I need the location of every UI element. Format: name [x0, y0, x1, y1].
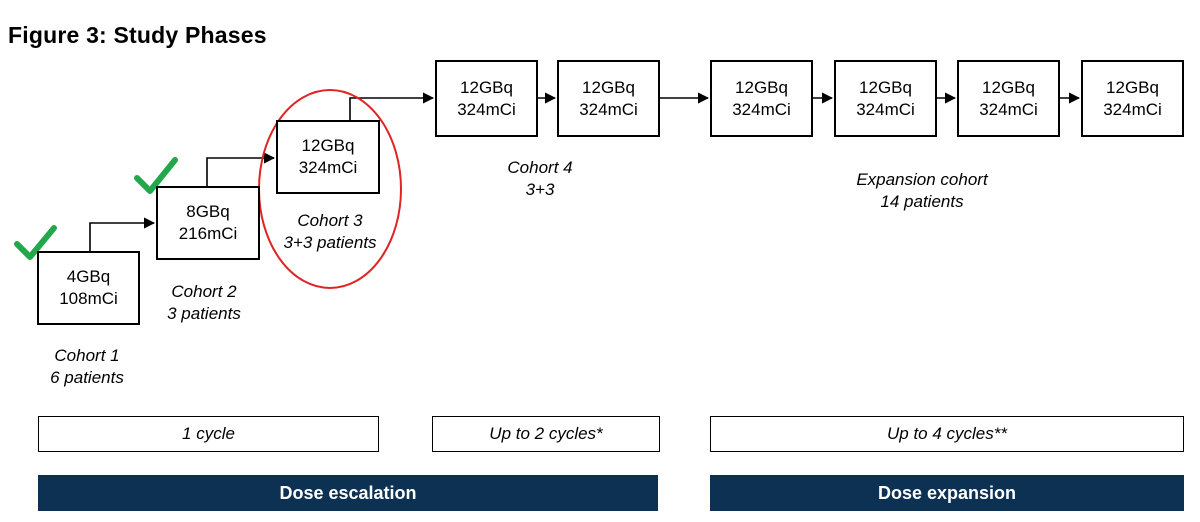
dose-mci: 324mCi — [457, 99, 516, 119]
cohort4-cycle1-dose-box: 12GBq 324mCi — [435, 60, 538, 137]
phase-bar-dose-expansion: Dose expansion — [710, 475, 1184, 511]
cohort-name: Cohort 4 — [507, 158, 573, 177]
cohort4-cycle2-dose-box: 12GBq 324mCi — [557, 60, 660, 137]
dose-mci: 108mCi — [59, 289, 118, 308]
cycle-bar-cohort4: Up to 2 cycles* — [432, 416, 660, 452]
expansion-cycle1-dose-box: 12GBq 324mCi — [710, 60, 813, 137]
cohort3-caption: Cohort 3 3+3 patients — [260, 210, 400, 254]
expansion-cycle3-dose-box: 12GBq 324mCi — [957, 60, 1060, 137]
cycle-bar-escalation: 1 cycle — [38, 416, 379, 452]
dose-mci: 324mCi — [732, 99, 791, 119]
cohort-size: 14 patients — [880, 192, 964, 211]
cohort-name: Cohort 3 — [297, 211, 363, 230]
dose-mci: 324mCi — [298, 158, 358, 177]
connector-cohort3-to-cohort4 — [349, 92, 435, 120]
cohort2-check-icon — [134, 157, 178, 194]
dose-gbq: 12GBq — [582, 77, 635, 97]
dose-gbq: 12GBq — [1106, 77, 1159, 97]
dose-mci: 324mCi — [579, 99, 638, 119]
dose-gbq: 4GBq — [66, 267, 111, 286]
expansion-cycle2-dose-box: 12GBq 324mCi — [834, 60, 937, 137]
cohort-size: 6 patients — [50, 368, 124, 387]
cohort-size: 3+3 — [525, 180, 555, 199]
dose-gbq: 12GBq — [982, 77, 1035, 97]
dose-mci: 324mCi — [979, 99, 1038, 119]
cohort-size: 3 patients — [167, 304, 241, 323]
dose-gbq: 12GBq — [859, 77, 912, 97]
cohort4-caption: Cohort 4 3+3 — [470, 157, 610, 201]
cohort-name: Cohort 1 — [54, 346, 120, 365]
dose-mci: 216mCi — [178, 224, 238, 243]
cycle-bar-expansion: Up to 4 cycles** — [710, 416, 1184, 452]
phase-bar-dose-escalation: Dose escalation — [38, 475, 658, 511]
dose-gbq: 12GBq — [460, 77, 513, 97]
figure-title: Figure 3: Study Phases — [8, 22, 267, 48]
cohort1-dose-box: 4GBq 108mCi — [37, 251, 140, 325]
connector-cohort2-to-cohort3 — [206, 152, 276, 186]
connector-cohort1-to-cohort2 — [89, 217, 156, 251]
expansion-caption: Expansion cohort 14 patients — [822, 169, 1022, 213]
cohort-name: Expansion cohort — [856, 170, 988, 189]
cohort-name: Cohort 2 — [171, 282, 237, 301]
cohort1-caption: Cohort 1 6 patients — [17, 345, 157, 389]
dose-mci: 324mCi — [856, 99, 915, 119]
dose-gbq: 12GBq — [301, 136, 355, 155]
cohort-size: 3+3 patients — [283, 233, 377, 252]
cohort2-dose-box: 8GBq 216mCi — [156, 186, 260, 260]
expansion-cycle4-dose-box: 12GBq 324mCi — [1081, 60, 1184, 137]
cohort2-caption: Cohort 2 3 patients — [134, 281, 274, 325]
cohort3-dose-box: 12GBq 324mCi — [276, 120, 380, 194]
dose-gbq: 8GBq — [186, 202, 230, 221]
dose-mci: 324mCi — [1103, 99, 1162, 119]
cohort1-check-icon — [14, 225, 57, 260]
dose-gbq: 12GBq — [735, 77, 788, 97]
